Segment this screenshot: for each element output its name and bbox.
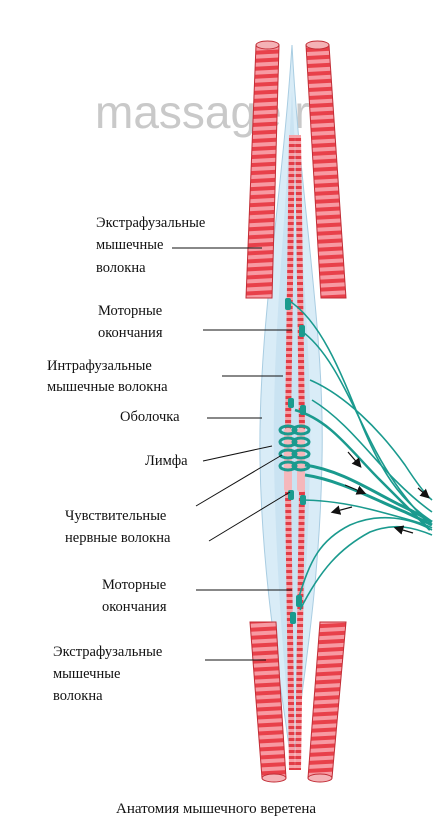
motor-endings-bottom — [288, 490, 306, 624]
label-line: Экстрафузальные — [53, 644, 162, 660]
label-line: Экстрафузальные — [96, 215, 205, 231]
label-motor-endings-top: Моторные окончания — [98, 303, 163, 341]
label-line: мышечные — [53, 666, 120, 682]
label-extrafusal-top: Экстрафузальные мышечные волокна — [96, 215, 205, 276]
label-line: Интрафузальные — [47, 358, 152, 374]
label-line: волокна — [96, 260, 146, 276]
extrafusal-fibers-bottom — [249, 621, 347, 783]
label-line: Моторные — [102, 577, 166, 593]
sensory-coils — [278, 424, 311, 472]
label-capsule: Оболочка — [120, 409, 180, 425]
label-line: окончания — [98, 325, 163, 341]
intrafusal-fibers — [284, 135, 305, 770]
label-lymph: Лимфа — [145, 453, 188, 469]
label-line: мышечные волокна — [47, 379, 168, 395]
nerve-fibers — [287, 299, 433, 611]
label-line: Чувствительные — [65, 508, 166, 524]
direction-arrows — [330, 451, 430, 535]
label-extrafusal-bottom: Экстрафузальные мышечные волокна — [53, 644, 162, 704]
label-line: мышечные — [96, 237, 163, 253]
extrafusal-fibers-top — [245, 40, 347, 299]
label-motor-endings-bottom: Моторные окончания — [102, 577, 167, 615]
label-sensory-fibers: Чувствительные нервные волокна — [65, 508, 171, 546]
label-line: волокна — [53, 688, 103, 704]
label-line: Моторные — [98, 303, 162, 319]
label-line: нервные волокна — [65, 530, 171, 546]
label-intrafusal: Интрафузальные мышечные волокна — [47, 358, 168, 395]
figure-caption: Анатомия мышечного веретена — [116, 801, 316, 817]
label-line: окончания — [102, 599, 167, 615]
motor-endings-top — [285, 298, 306, 415]
leader-lines — [172, 247, 292, 661]
watermark: massage.ru — [95, 86, 335, 138]
